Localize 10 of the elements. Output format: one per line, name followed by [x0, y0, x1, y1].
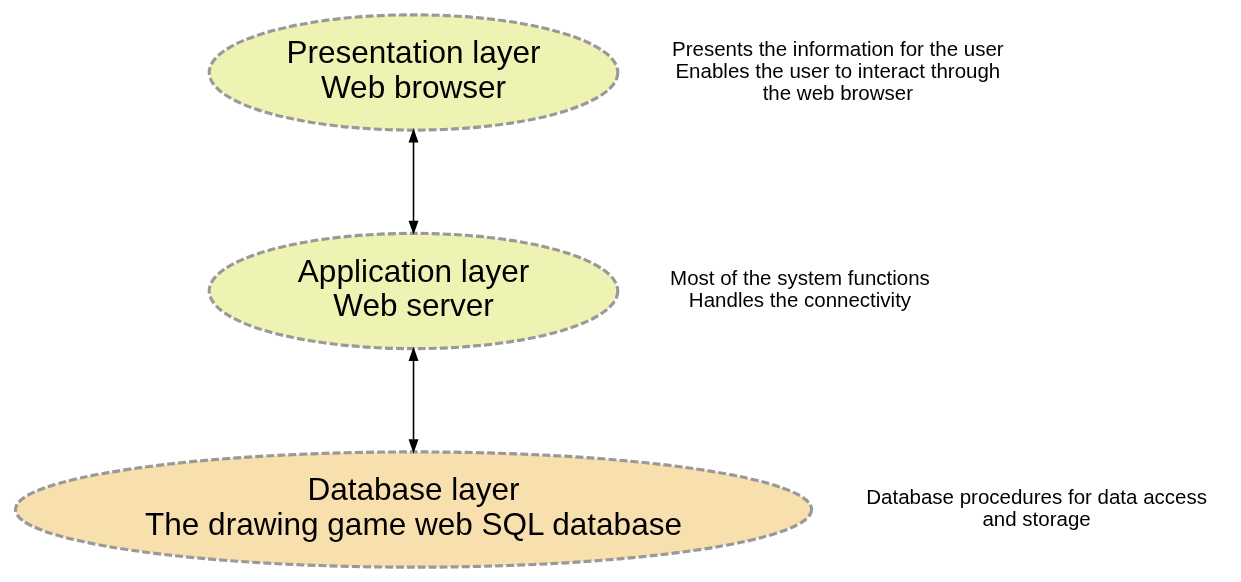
- node-label: Handles the connectivity: [688, 288, 911, 312]
- node-ellipse: Application layer Web server: [207, 231, 619, 351]
- arrow: [408, 128, 418, 235]
- arrow: [408, 346, 418, 454]
- node-label: Database procedures for data access and storage: [865, 484, 1207, 530]
- node-label: Enables the user to interact through the web browser: [674, 58, 1000, 104]
- node-ellipse: Database layer The drawing game web SQL database: [13, 450, 813, 569]
- node-ellipse: Presentation layer Web browser: [207, 13, 619, 132]
- node-label: Most of the system functions: [669, 266, 930, 290]
- node-label: Presents the information for the user: [671, 36, 1004, 60]
